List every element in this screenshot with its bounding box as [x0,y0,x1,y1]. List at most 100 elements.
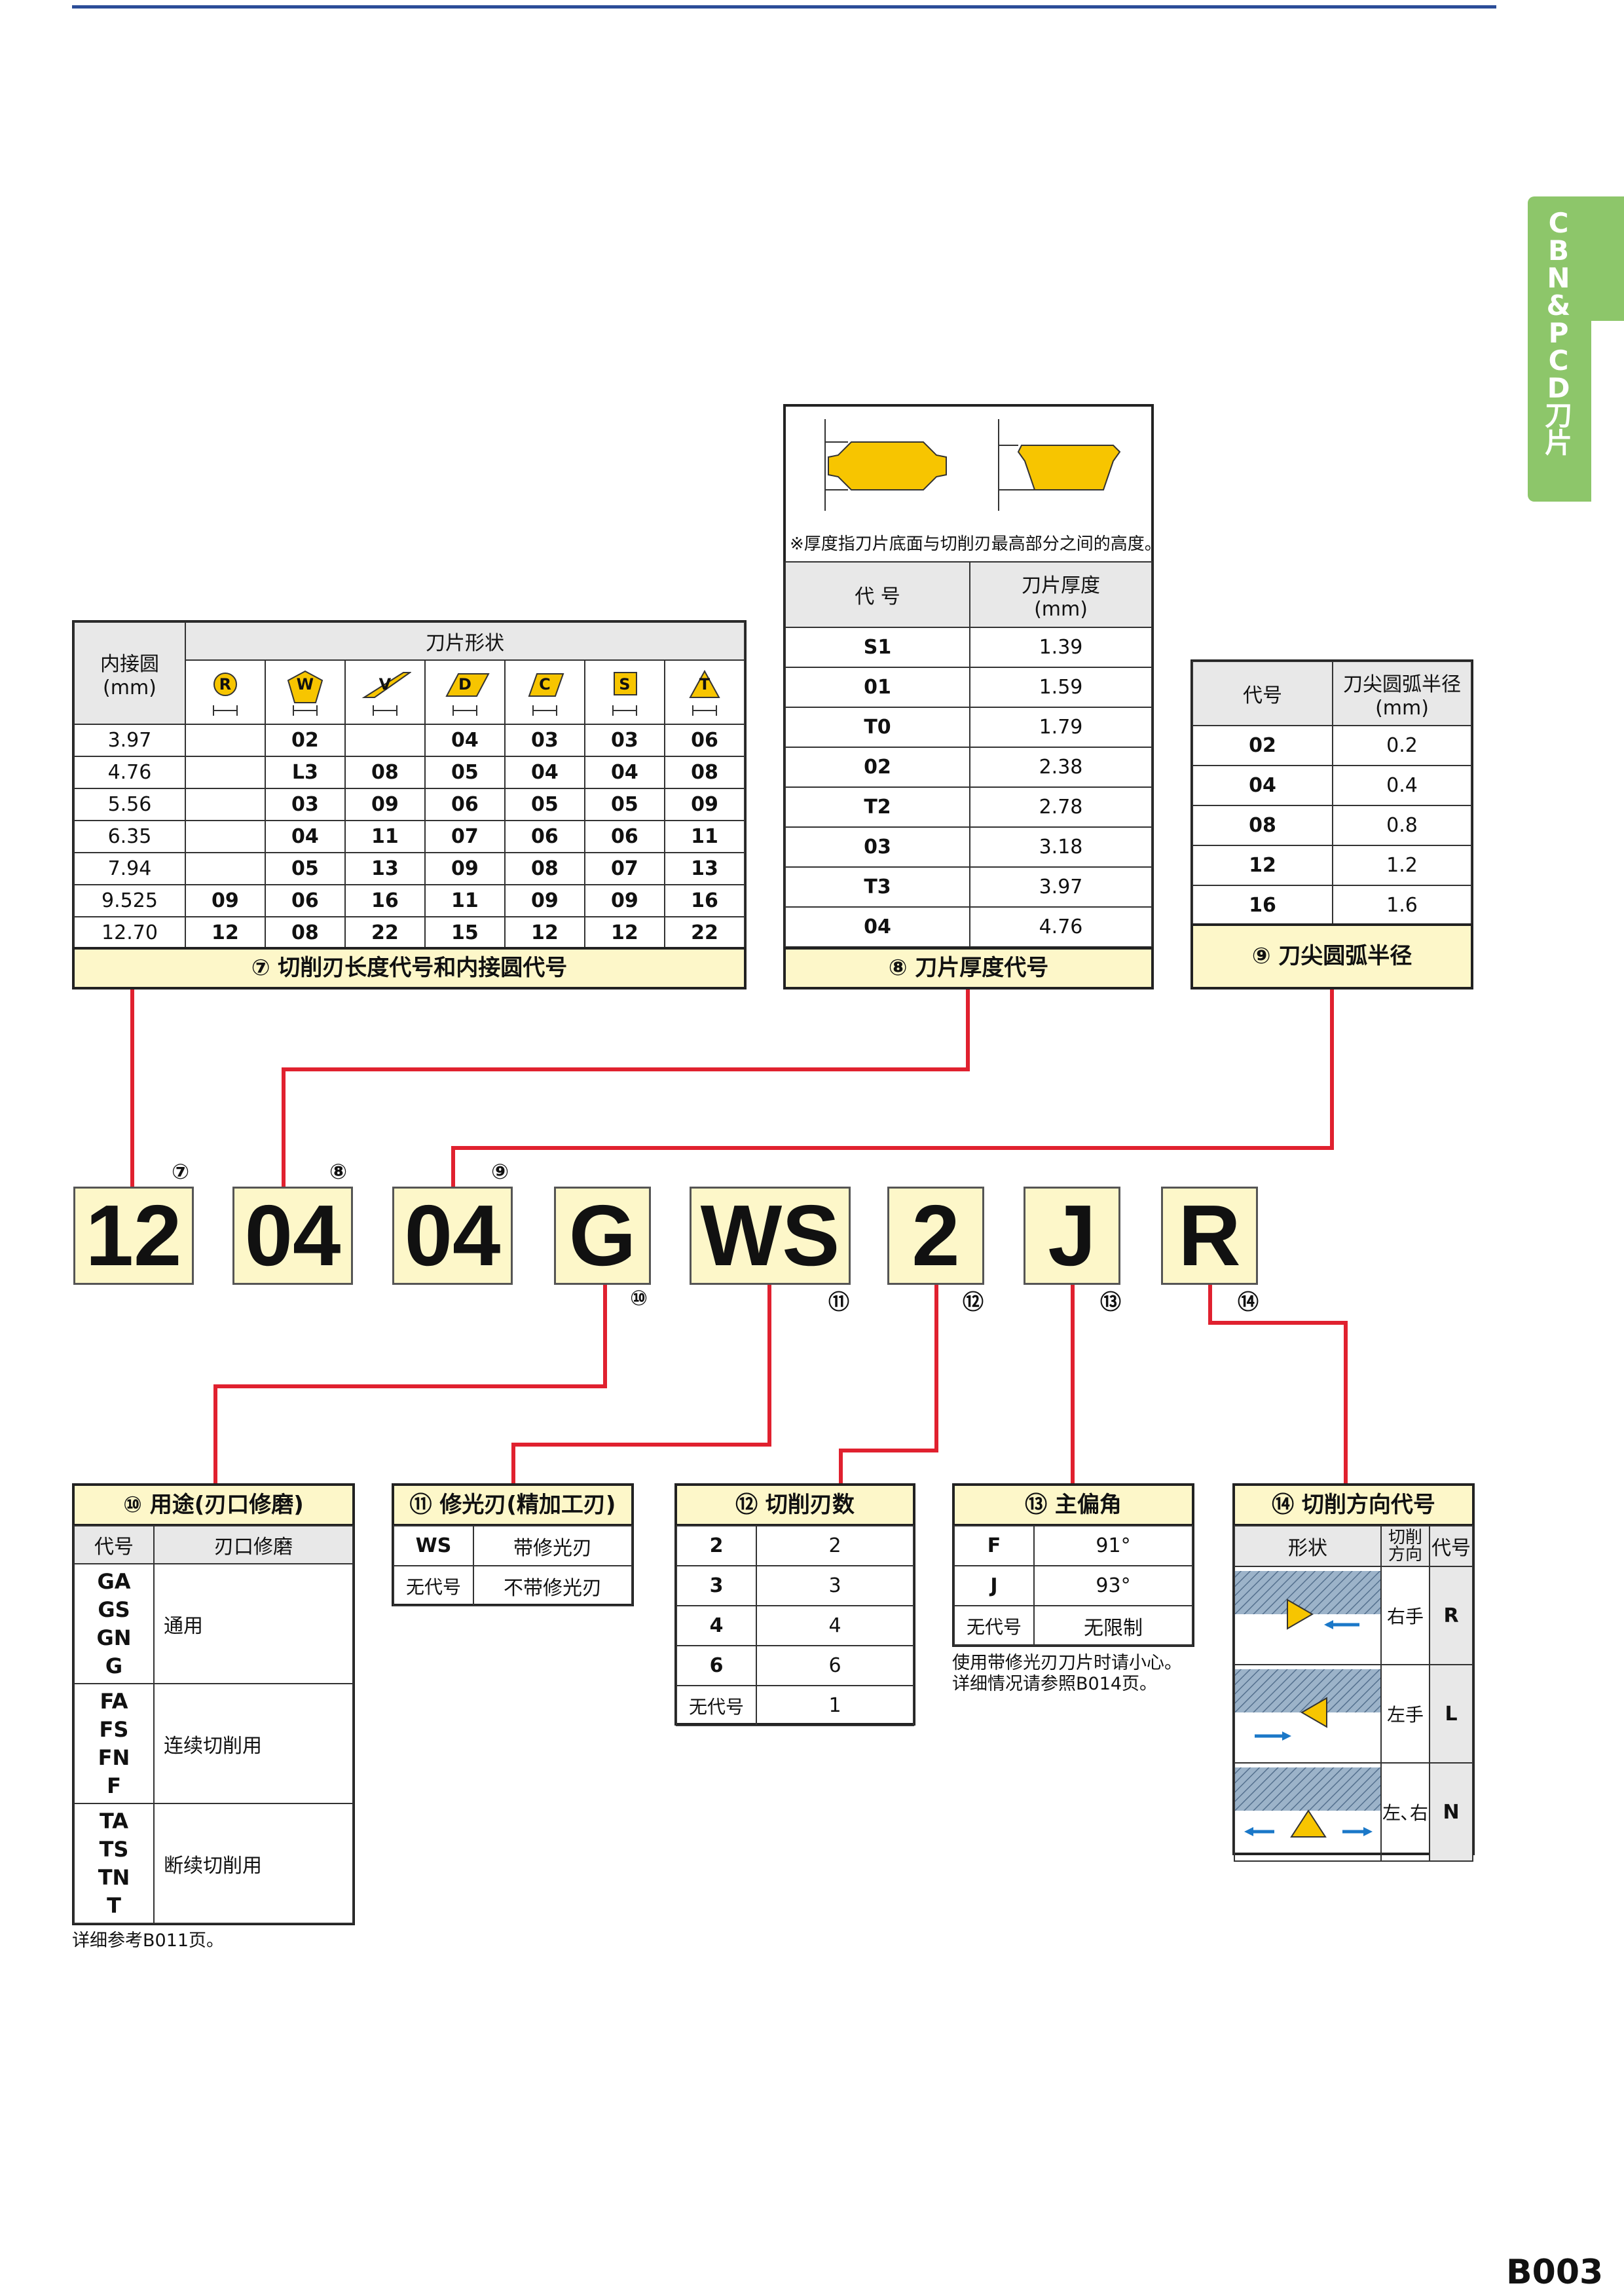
t7-shape-label: R [219,675,232,693]
table-cell: 6 [676,1645,757,1686]
table-cell: 02 [264,724,346,757]
t10-code: TS [99,1836,129,1862]
table-cell [184,852,266,885]
table-cell: 91° [1033,1525,1193,1566]
table-cell: 11 [344,820,426,853]
t10-code: T [107,1893,121,1918]
table-cell: T0 [784,707,970,748]
line-14 [1208,1285,1348,1483]
t10-code: F [107,1773,121,1798]
table-cell: 无代号 [393,1565,474,1606]
code-box-12: 2 [887,1187,984,1285]
table-cell [184,724,266,757]
table-cell: 07 [583,852,665,885]
table-cell: T3 [784,866,970,908]
t10-note: 详细参考B011页。 [72,1931,225,1951]
table-cell: 04 [264,820,346,853]
insert-c-icon [528,673,564,716]
t7-shape-label: W [296,675,314,693]
table-cell: 1.39 [969,627,1153,668]
table-cell: WS [393,1525,474,1566]
table-cell [344,724,426,757]
code-num-9: ⑨ [491,1159,509,1184]
table-cell: 09 [424,852,506,885]
t14-code: L [1429,1664,1473,1764]
t7-shape-header: 刀片形状 [184,621,746,661]
t14-shape-cell [1234,1566,1382,1665]
t8-col-thickness: 刀片厚度(mm) [969,561,1153,628]
table-cell: 3.97 [73,724,186,757]
line-11 [511,1285,771,1483]
table-cell: 0.2 [1332,725,1472,766]
table-cell: 6 [756,1645,914,1686]
line-12 [839,1285,938,1483]
table-cell: 05 [424,756,506,789]
table-cell: 7.94 [73,852,186,885]
t7-shape-r: R [184,659,266,725]
t13-title: ⑬ 主偏角 [952,1483,1194,1526]
table-cell: 1.59 [969,667,1153,708]
table-cell: 13 [663,852,746,885]
table-cell: 03 [583,724,665,757]
table-cell: 带修光刃 [473,1525,633,1566]
table-cell: 06 [424,788,506,821]
t10-code: FS [99,1716,129,1742]
table-cell: 09 [663,788,746,821]
t10-use: 通用 [153,1563,354,1684]
table-cell: 04 [504,756,585,789]
t7-shape-label: C [539,675,551,693]
insert-s-icon [612,672,637,716]
thickness-diagram [824,419,1121,511]
table-cell: 08 [1192,805,1333,846]
t10-code: GN [96,1625,132,1650]
table-cell [184,756,266,789]
t7-footer: ⑦ 切削刃长度代号和内接圆代号 [72,947,747,989]
table-cell: 04 [784,906,970,948]
t14-code: R [1429,1566,1473,1665]
table-cell: 05 [583,788,665,821]
t10-col-use: 刃口修磨 [153,1525,354,1564]
table-cell: 4.76 [73,756,186,789]
table-cell: 04 [583,756,665,789]
table-cell: 3.18 [969,826,1153,868]
line-8 [282,988,970,1187]
t10-code: TN [98,1864,130,1890]
code-num-10: ⑩ [630,1285,648,1310]
table-cell: 4 [676,1605,757,1646]
code-box-11: WS [690,1187,851,1285]
t8-note: ※厚度指刀片底面与切削刃最高部分之间的高度。 [790,534,1162,554]
table-cell: 03 [784,826,970,868]
table-cell: 5.56 [73,788,186,821]
code-num-7: ⑦ [172,1159,190,1184]
t10-title: ⑩ 用途(刃口修磨) [72,1483,355,1526]
t14-code: N [1429,1762,1473,1862]
t11-title: ⑪ 修光刃(精加工刃) [392,1483,634,1526]
table-cell: 01 [784,667,970,708]
table-cell: 15 [424,916,506,950]
t7-shape-t: T [663,659,746,725]
table-cell: 09 [344,788,426,821]
table-cell: 16 [344,884,426,917]
